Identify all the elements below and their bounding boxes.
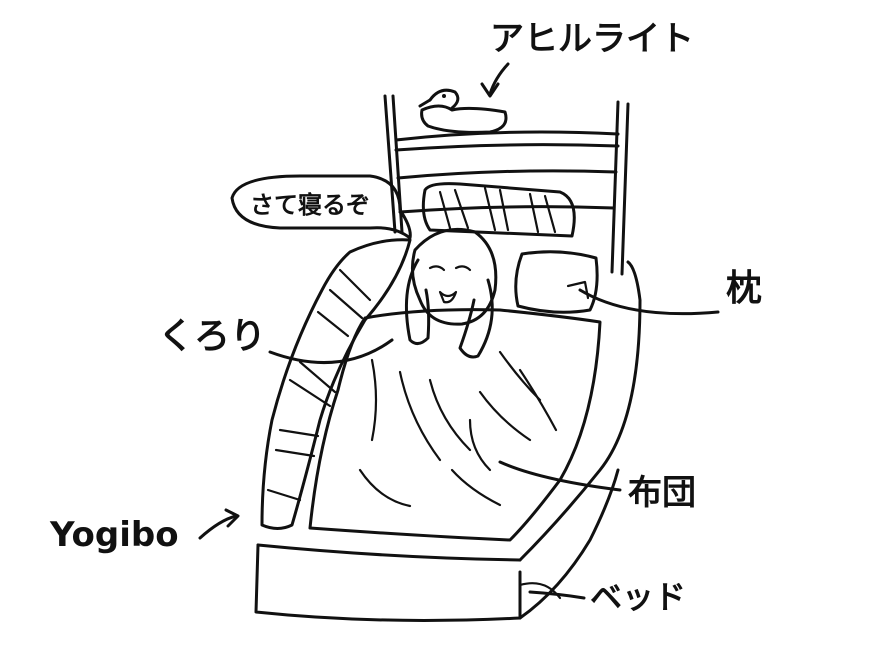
leader-lines bbox=[198, 62, 720, 600]
futon-duvet bbox=[308, 308, 602, 542]
speech-bubble bbox=[230, 174, 412, 240]
label-yogibo: Yogibo bbox=[49, 515, 179, 555]
back-cushion bbox=[421, 182, 576, 238]
pillow bbox=[514, 250, 599, 314]
label-bed: ベッド bbox=[590, 578, 686, 616]
label-kurori: くろり bbox=[158, 316, 266, 357]
yogibo-cushion bbox=[260, 238, 412, 530]
bed-headboard bbox=[383, 94, 630, 276]
label-duck-light: アヒルライト bbox=[490, 19, 694, 59]
duck-light-icon bbox=[418, 88, 508, 134]
kurori-character bbox=[404, 227, 498, 359]
label-futon: 布団 bbox=[628, 473, 696, 513]
label-pillow: 枕 bbox=[726, 268, 762, 309]
label-speech: さて寝るぞ bbox=[250, 191, 370, 219]
